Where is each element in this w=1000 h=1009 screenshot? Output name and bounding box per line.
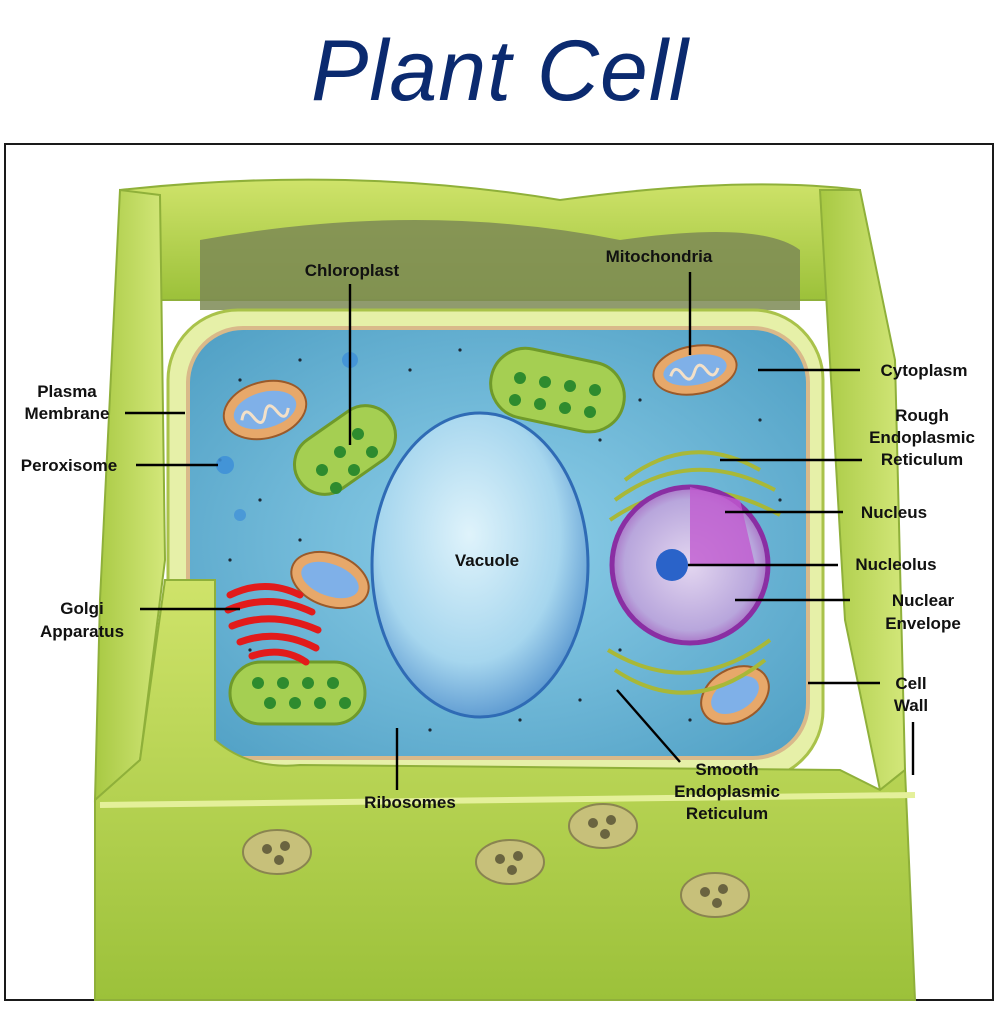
label-rough-er-1: Rough (895, 406, 949, 425)
label-chloroplast: Chloroplast (305, 261, 400, 280)
peroxisome-shape (216, 456, 234, 474)
cell-wall-right-side (818, 189, 907, 792)
vacuole-shape (370, 411, 590, 719)
nucleolus-shape (656, 549, 688, 581)
leader-lines (125, 272, 915, 790)
label-nucleolus: Nucleolus (855, 555, 936, 574)
label-rough-er-2: Endoplasmic (869, 428, 975, 447)
page-title: Plant Cell (310, 23, 690, 119)
mitochondrion-shape-3 (290, 550, 370, 610)
label-smooth-er-1: Smooth (695, 760, 758, 779)
label-cell-wall-2: Wall (894, 696, 928, 715)
chloroplast-shape-3 (228, 660, 367, 726)
chloroplast-shape (293, 404, 397, 496)
label-golgi-1: Golgi (60, 599, 103, 618)
peroxisome-shape-3 (234, 509, 246, 521)
mitochondrion-shape-2 (652, 344, 738, 396)
label-cytoplasm: Cytoplasm (881, 361, 968, 380)
chloroplast-shape-2 (489, 346, 626, 434)
label-vacuole: Vacuole (455, 551, 519, 570)
nucleus-cutaway (690, 487, 755, 565)
label-nuclear-envelope-1: Nuclear (892, 591, 955, 610)
label-mitochondria: Mitochondria (606, 247, 713, 266)
label-rough-er-3: Reticulum (881, 450, 963, 469)
mitochondrion-shape (222, 379, 308, 441)
label-golgi-2: Apparatus (40, 622, 124, 641)
plasmodesmata (242, 803, 750, 918)
label-cell-wall-1: Cell (895, 674, 926, 693)
label-nucleus: Nucleus (861, 503, 927, 522)
label-smooth-er-2: Endoplasmic (674, 782, 780, 801)
label-nuclear-envelope-2: Envelope (885, 614, 961, 633)
label-plasma-membrane-2: Membrane (24, 404, 109, 423)
label-peroxisome: Peroxisome (21, 456, 117, 475)
label-smooth-er-3: Reticulum (686, 804, 768, 823)
label-plasma-membrane-1: Plasma (37, 382, 97, 401)
cell-wall-front-edge (99, 792, 916, 808)
label-ribosomes: Ribosomes (364, 793, 456, 812)
golgi-shape (224, 583, 322, 666)
